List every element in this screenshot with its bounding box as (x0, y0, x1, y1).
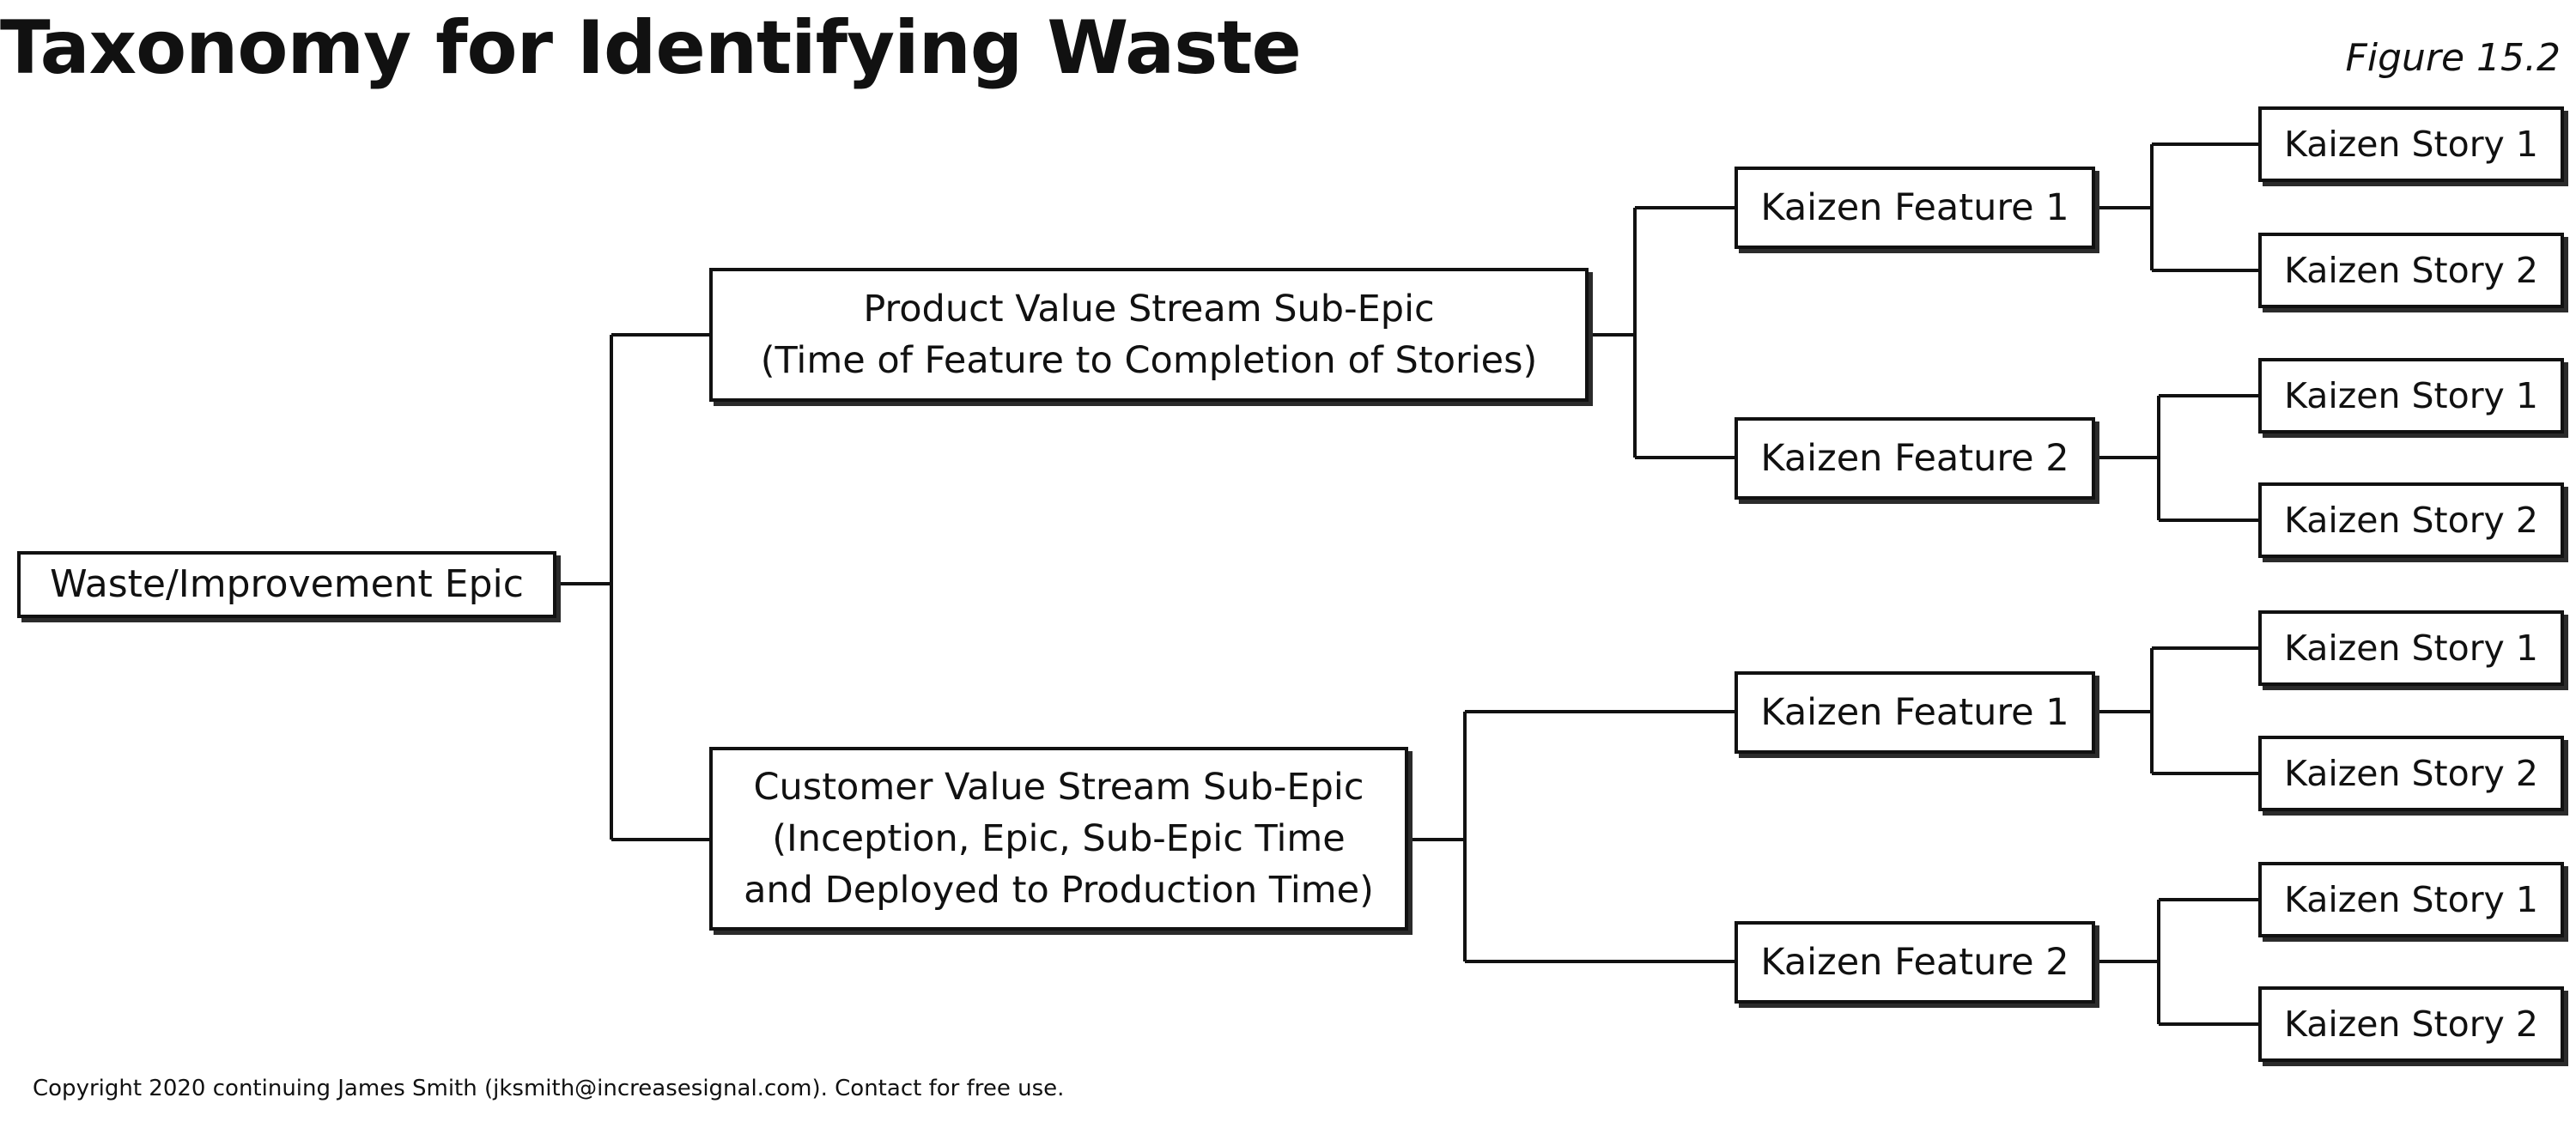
sub-epic-2-line-2: (Inception, Epic, Sub-Epic Time (772, 817, 1346, 860)
story-2-1-2-label: Kaizen Story 2 (2284, 753, 2538, 794)
diagram-title: Taxonomy for Identifying Waste (0, 5, 1302, 91)
connector-feature-1-2-to-stories (2095, 394, 2258, 522)
sub-epic-2-line-1: Customer Value Stream Sub-Epic (753, 766, 1364, 809)
story-1-2-1-label: Kaizen Story 1 (2284, 375, 2538, 416)
story-2-1-2-node: Kaizen Story 2 (2258, 736, 2564, 811)
figure-label: Figure 15.2 (2345, 36, 2561, 80)
story-1-1-2-node: Kaizen Story 2 (2258, 233, 2564, 308)
story-2-2-2-node: Kaizen Story 2 (2258, 986, 2564, 1062)
feature-2-2-node: Kaizen Feature 2 (1735, 921, 2095, 1004)
connector-feature-2-1-to-stories (2095, 646, 2258, 775)
story-1-1-2-label: Kaizen Story 2 (2284, 250, 2538, 291)
root-epic-label: Waste/Improvement Epic (50, 562, 524, 606)
story-1-2-2-label: Kaizen Story 2 (2284, 500, 2538, 541)
feature-2-2-label: Kaizen Feature 2 (1760, 941, 2069, 984)
story-2-1-1-node: Kaizen Story 1 (2258, 610, 2564, 686)
connector-root-to-sub-epics (556, 333, 709, 841)
story-1-1-1-node: Kaizen Story 1 (2258, 106, 2564, 182)
story-1-1-1-label: Kaizen Story 1 (2284, 124, 2538, 165)
feature-2-1-label: Kaizen Feature 1 (1760, 691, 2069, 734)
feature-1-1-node: Kaizen Feature 1 (1735, 167, 2095, 249)
connector-feature-1-1-to-stories (2095, 143, 2258, 272)
root-epic-node: Waste/Improvement Epic (17, 551, 556, 618)
sub-epic-2-line-3: and Deployed to Production Time) (744, 869, 1374, 912)
feature-1-1-label: Kaizen Feature 1 (1760, 186, 2069, 229)
story-1-2-2-node: Kaizen Story 2 (2258, 482, 2564, 558)
connector-feature-2-2-to-stories (2095, 898, 2258, 1026)
story-2-2-2-label: Kaizen Story 2 (2284, 1004, 2538, 1045)
connector-sub-epic-2-to-features (1408, 710, 1735, 963)
sub-epic-customer-value-stream-node: Customer Value Stream Sub-Epic (Inceptio… (709, 747, 1408, 931)
connector-sub-epic-1-to-features (1589, 206, 1735, 459)
story-2-2-1-node: Kaizen Story 1 (2258, 862, 2564, 937)
feature-1-2-node: Kaizen Feature 2 (1735, 417, 2095, 500)
feature-2-1-node: Kaizen Feature 1 (1735, 671, 2095, 754)
story-1-2-1-node: Kaizen Story 1 (2258, 358, 2564, 434)
sub-epic-1-line-2: (Time of Feature to Completion of Storie… (760, 339, 1538, 382)
sub-epic-product-value-stream-node: Product Value Stream Sub-Epic (Time of F… (709, 268, 1589, 402)
sub-epic-1-line-1: Product Value Stream Sub-Epic (863, 288, 1435, 331)
story-2-1-1-label: Kaizen Story 1 (2284, 628, 2538, 669)
feature-1-2-label: Kaizen Feature 2 (1760, 437, 2069, 480)
story-2-2-1-label: Kaizen Story 1 (2284, 879, 2538, 920)
copyright-notice: Copyright 2020 continuing James Smith (j… (33, 1076, 1065, 1101)
